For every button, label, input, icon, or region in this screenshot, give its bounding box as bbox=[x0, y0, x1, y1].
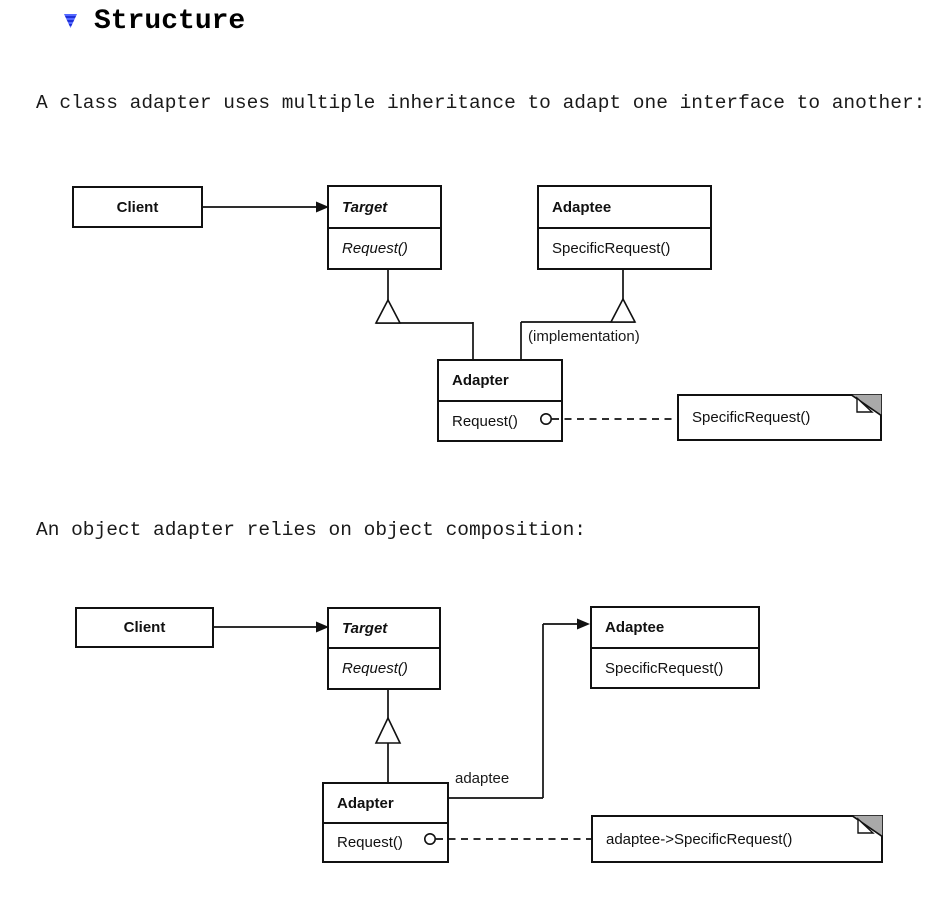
class-title: Target bbox=[329, 187, 440, 229]
class-operation: Request() bbox=[337, 834, 403, 851]
class-title: Adaptee bbox=[539, 187, 710, 229]
implementation-label: (implementation) bbox=[528, 328, 640, 345]
class-box-target: Target Request() bbox=[327, 185, 442, 270]
class-box-client: Client bbox=[72, 186, 203, 228]
code-note-specific-request: SpecificRequest() bbox=[677, 394, 882, 441]
section-collapse-triangle-icon[interactable] bbox=[64, 14, 77, 28]
object-adapter-paragraph: An object adapter relies on object compo… bbox=[36, 519, 586, 541]
class-operation: SpecificRequest() bbox=[605, 659, 724, 677]
class-title: Client bbox=[116, 198, 159, 216]
code-note-adaptee-specific-request: adaptee->SpecificRequest() bbox=[591, 815, 883, 863]
note-text: SpecificRequest() bbox=[692, 409, 811, 426]
class-operation: Request() bbox=[342, 660, 408, 677]
note-dog-ear-icon bbox=[849, 815, 883, 838]
note-text: adaptee->SpecificRequest() bbox=[606, 830, 793, 848]
class-adapter-paragraph: A class adapter uses multiple inheritanc… bbox=[36, 92, 926, 114]
class-title: Adapter bbox=[439, 361, 561, 402]
class-title: Client bbox=[123, 619, 166, 636]
note-dog-ear-icon bbox=[848, 394, 882, 417]
class-operation: Request() bbox=[452, 412, 518, 430]
class-box-adaptee: Adaptee SpecificRequest() bbox=[537, 185, 712, 270]
class-title: Adaptee bbox=[592, 608, 758, 649]
class-box-adapter: Adapter Request() bbox=[437, 359, 563, 442]
object-box-adaptee: Adaptee SpecificRequest() bbox=[590, 606, 760, 689]
generalization-triangle-target-icon bbox=[374, 298, 402, 324]
generalization-triangle-target2-icon bbox=[374, 716, 402, 744]
class-operation: Request() bbox=[342, 240, 408, 257]
section-title: Structure bbox=[94, 6, 246, 37]
object-box-target: Target Request() bbox=[327, 607, 441, 690]
object-box-client: Client bbox=[75, 607, 214, 648]
class-title: Target bbox=[329, 609, 439, 649]
object-box-adapter: Adapter Request() bbox=[322, 782, 449, 863]
arrowhead-adapter-adaptee-icon bbox=[577, 618, 590, 630]
class-title: Adapter bbox=[324, 784, 447, 824]
generalization-triangle-adaptee-icon bbox=[609, 297, 637, 323]
class-operation: SpecificRequest() bbox=[552, 240, 671, 257]
adaptee-role-label: adaptee bbox=[455, 770, 510, 787]
